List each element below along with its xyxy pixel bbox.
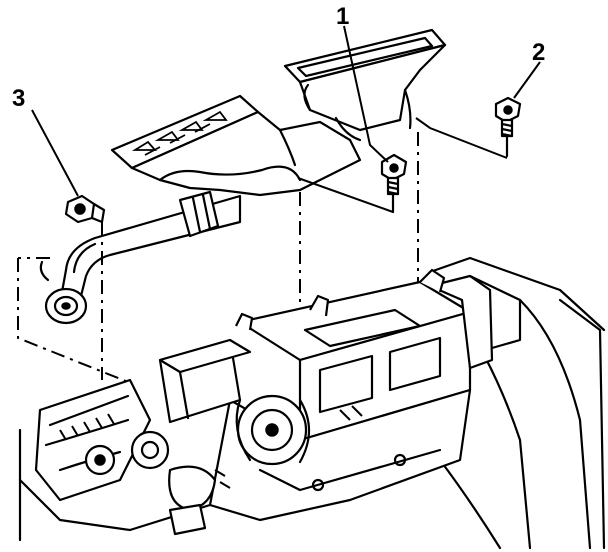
hvac-module-housing <box>18 256 606 550</box>
fastener-2-screw <box>494 96 522 158</box>
right-floor-outlet-duct <box>283 28 447 142</box>
callout-leaders <box>31 25 541 213</box>
callout-label-2: 2 <box>532 39 545 66</box>
fastener-1-screw <box>380 153 408 214</box>
fastener-3-nut <box>64 194 106 224</box>
rear-air-duct-tube <box>39 190 242 325</box>
left-floor-outlet-duct <box>110 94 362 197</box>
callout-label-1: 1 <box>336 3 349 30</box>
callout-label-3: 3 <box>12 85 25 112</box>
